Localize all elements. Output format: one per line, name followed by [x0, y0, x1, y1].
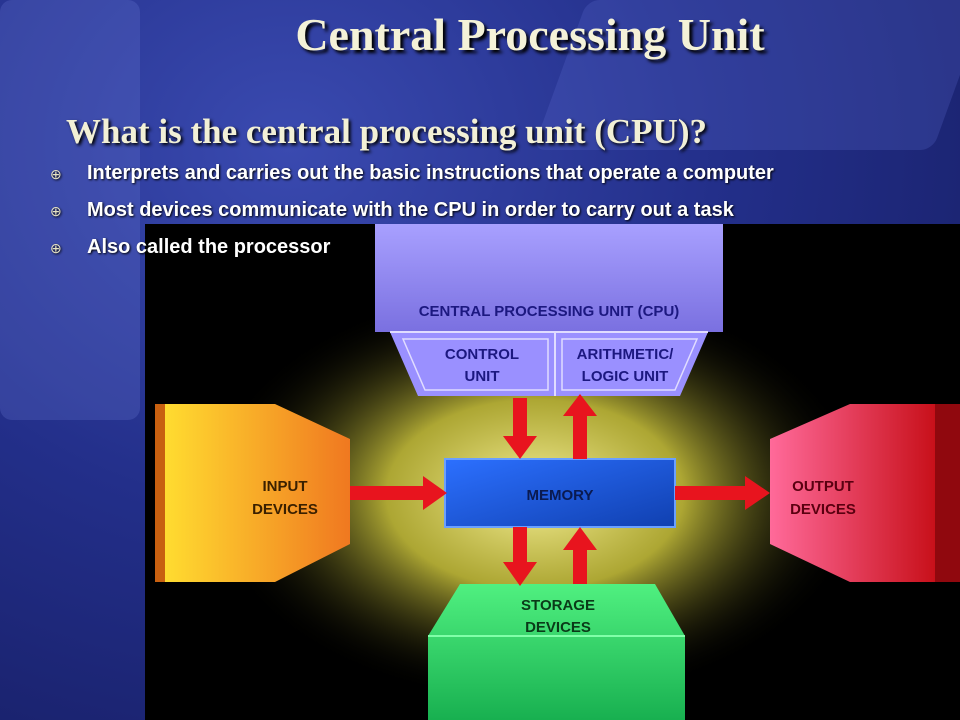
bullet-item: ⊕ Also called the processor: [50, 234, 950, 260]
control-unit-label-line2: UNIT: [465, 368, 500, 385]
bullet-list: ⊕ Interprets and carries out the basic in…: [50, 160, 950, 271]
input-devices-label-line2: DEVICES: [252, 501, 318, 518]
storage-devices-block: STORAGE DEVICES: [428, 584, 685, 720]
input-devices-block: INPUT DEVICES: [155, 404, 350, 582]
alu-label: ARITHMETIC/: [577, 346, 674, 363]
cpu-block: CENTRAL PROCESSING UNIT (CPU) CONTROL UN…: [375, 224, 723, 396]
memory-block: MEMORY: [444, 458, 676, 528]
arrow-control-to-memory: [503, 398, 537, 459]
input-devices-label: INPUT: [263, 478, 308, 495]
cpu-diagram-svg: CENTRAL PROCESSING UNIT (CPU) CONTROL UN…: [155, 224, 960, 720]
alu-label-line2: LOGIC UNIT: [582, 368, 669, 385]
output-devices-label-line2: DEVICES: [790, 501, 856, 518]
bullet-text: Also called the processor: [87, 236, 331, 258]
slide-subtitle: What is the central processing unit (CPU…: [66, 112, 707, 151]
bullet-item: ⊕ Interprets and carries out the basic in…: [50, 160, 950, 186]
control-unit-label: CONTROL: [445, 346, 519, 363]
memory-label: MEMORY: [527, 487, 594, 504]
bullet-icon: ⊕: [50, 240, 62, 256]
storage-devices-label-line2: DEVICES: [525, 619, 591, 636]
storage-devices-label: STORAGE: [521, 597, 595, 614]
arrow-memory-to-alu: [563, 394, 597, 459]
bullet-text: Most devices communicate with the CPU in…: [87, 199, 734, 221]
bullet-icon: ⊕: [50, 203, 62, 219]
slide-title: Central Processing Unit: [295, 9, 765, 60]
bullet-icon: ⊕: [50, 166, 62, 182]
cpu-diagram: CENTRAL PROCESSING UNIT (CPU) CONTROL UN…: [145, 224, 960, 720]
arrow-input-to-memory: [350, 476, 447, 510]
arrow-memory-to-output: [675, 476, 770, 510]
cpu-label: CENTRAL PROCESSING UNIT (CPU): [419, 303, 680, 320]
output-devices-block: OUTPUT DEVICES: [770, 404, 960, 582]
output-devices-label: OUTPUT: [792, 478, 854, 495]
arrow-storage-to-memory: [563, 527, 597, 584]
arrow-memory-to-storage: [503, 527, 537, 586]
bullet-text: Interprets and carries out the basic ins…: [87, 162, 774, 184]
arrows: [350, 394, 770, 586]
bullet-item: ⊕ Most devices communicate with the CPU i…: [50, 197, 950, 223]
